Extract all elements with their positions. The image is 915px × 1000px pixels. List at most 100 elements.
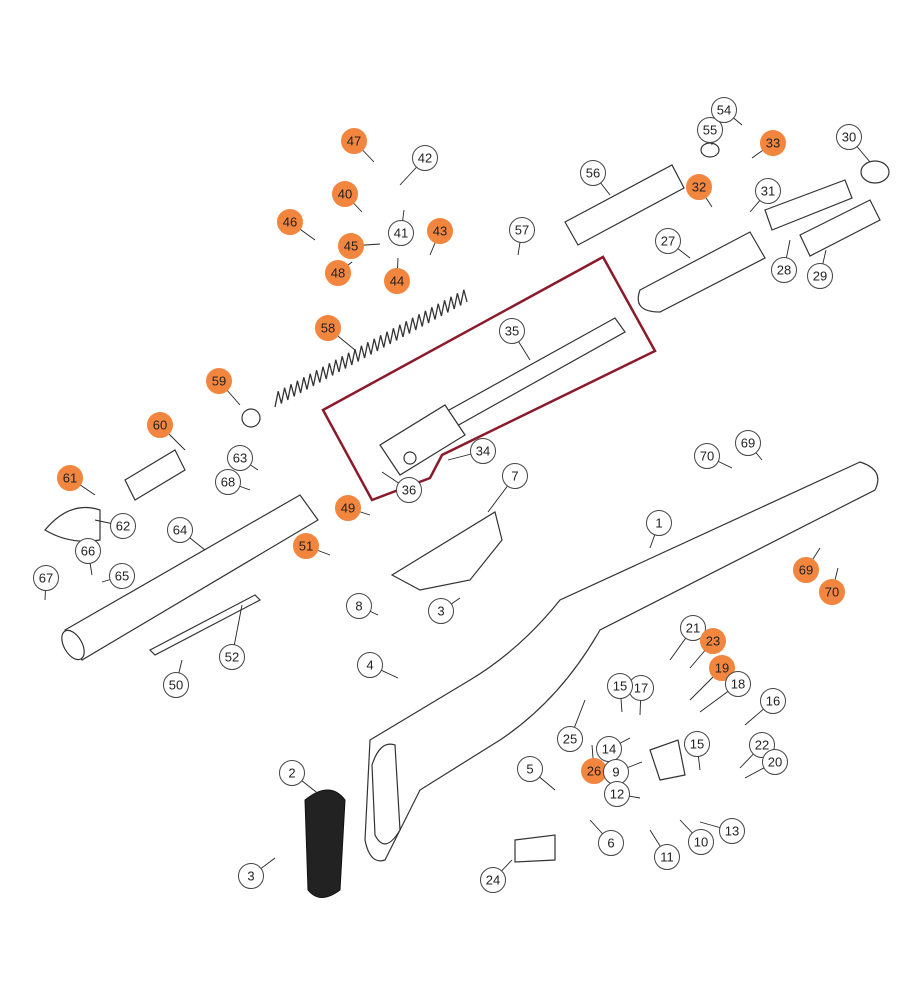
callout-64: 64 bbox=[167, 517, 206, 551]
callout-circle bbox=[480, 867, 506, 893]
callout-circle bbox=[819, 579, 845, 605]
callout-label: 14 bbox=[602, 742, 616, 757]
callout-52: 52 bbox=[219, 604, 245, 670]
callout-label: 17 bbox=[634, 681, 648, 696]
callout-circle bbox=[760, 688, 786, 714]
callout-label: 20 bbox=[768, 755, 782, 770]
callout-label: 15 bbox=[690, 737, 704, 752]
callout-label: 52 bbox=[225, 650, 239, 665]
callout-circle bbox=[680, 615, 706, 641]
callout-62: 62 bbox=[94, 513, 136, 539]
part-shroud-perforated bbox=[799, 199, 881, 257]
callout-32: 32 bbox=[686, 174, 713, 208]
callout-circle bbox=[357, 652, 383, 678]
callout-51: 51 bbox=[293, 533, 331, 559]
callout-label: 31 bbox=[761, 184, 775, 199]
callout-circle bbox=[793, 557, 819, 583]
callout-circle bbox=[509, 217, 535, 243]
callout-34: 34 bbox=[447, 438, 496, 464]
callout-circle bbox=[580, 160, 606, 186]
callout-57: 57 bbox=[509, 217, 535, 256]
callout-9: 9 bbox=[603, 759, 643, 785]
callout-circle bbox=[604, 781, 630, 807]
callout-70: 70 bbox=[694, 443, 733, 469]
callout-circle bbox=[335, 495, 361, 521]
callout-61: 61 bbox=[57, 465, 96, 496]
part-barrel bbox=[379, 317, 626, 476]
callout-10: 10 bbox=[679, 819, 714, 855]
callout-circle bbox=[293, 533, 319, 559]
callout-label: 19 bbox=[715, 661, 729, 676]
callout-label: 61 bbox=[63, 471, 77, 486]
callout-label: 33 bbox=[766, 136, 780, 151]
callout-label: 42 bbox=[418, 151, 432, 166]
callout-label: 55 bbox=[703, 123, 717, 138]
callout-8: 8 bbox=[346, 593, 379, 619]
callout-circle bbox=[557, 726, 583, 752]
callout-circle bbox=[110, 513, 136, 539]
part-silencer-tube bbox=[564, 164, 685, 246]
callout-circle bbox=[346, 593, 372, 619]
callout-63: 63 bbox=[227, 445, 259, 471]
callout-label: 6 bbox=[607, 836, 614, 851]
callout-label: 18 bbox=[731, 677, 745, 692]
callout-label: 9 bbox=[612, 765, 619, 780]
callout-circle bbox=[33, 565, 59, 591]
callout-69: 69 bbox=[735, 430, 763, 461]
callout-label: 51 bbox=[299, 539, 313, 554]
callout-20: 20 bbox=[744, 749, 788, 779]
callout-3: 3 bbox=[428, 597, 461, 624]
callout-23: 23 bbox=[689, 628, 726, 669]
callout-15: 15 bbox=[607, 673, 633, 713]
callout-4: 4 bbox=[357, 652, 399, 679]
callout-label: 50 bbox=[169, 678, 183, 693]
callout-circle bbox=[654, 844, 680, 870]
callout-48: 48 bbox=[325, 260, 353, 286]
callout-circle bbox=[762, 749, 788, 775]
callout-55: 55 bbox=[697, 117, 723, 146]
callout-16: 16 bbox=[744, 688, 786, 726]
callout-label: 60 bbox=[153, 418, 167, 433]
callout-circle bbox=[688, 829, 714, 855]
callout-circle bbox=[760, 130, 786, 156]
callout-label: 66 bbox=[81, 544, 95, 559]
callout-circle bbox=[341, 128, 367, 154]
callout-circle bbox=[315, 315, 341, 341]
callout-label: 56 bbox=[586, 166, 600, 181]
callout-label: 23 bbox=[706, 634, 720, 649]
callout-circle bbox=[836, 124, 862, 150]
callout-label: 2 bbox=[288, 766, 295, 781]
callout-label: 70 bbox=[700, 449, 714, 464]
callout-circle bbox=[697, 117, 723, 143]
callout-label: 3 bbox=[437, 604, 444, 619]
callout-68: 68 bbox=[215, 469, 251, 495]
callout-19: 19 bbox=[689, 655, 735, 701]
callout-label: 44 bbox=[390, 274, 404, 289]
callout-47: 47 bbox=[341, 128, 375, 163]
part-cocking-lever bbox=[148, 594, 262, 656]
callout-label: 48 bbox=[331, 266, 345, 281]
callout-46: 46 bbox=[277, 209, 316, 241]
callout-circle bbox=[607, 673, 633, 699]
callout-circle bbox=[646, 510, 672, 536]
callout-45: 45 bbox=[338, 233, 381, 259]
callout-15: 15 bbox=[684, 731, 710, 771]
callout-circle bbox=[700, 628, 726, 654]
callout-1: 1 bbox=[646, 510, 672, 549]
callout-7: 7 bbox=[487, 463, 528, 513]
callout-label: 8 bbox=[355, 599, 362, 614]
callout-circle bbox=[396, 477, 422, 503]
callout-label: 65 bbox=[115, 569, 129, 584]
callout-circle bbox=[499, 318, 525, 344]
callout-6: 6 bbox=[589, 819, 624, 856]
callout-circle bbox=[686, 174, 712, 200]
callout-circle bbox=[694, 443, 720, 469]
callout-label: 57 bbox=[515, 223, 529, 238]
callout-circle bbox=[719, 818, 745, 844]
callout-circle bbox=[206, 368, 232, 394]
callout-label: 36 bbox=[402, 483, 416, 498]
callout-circle bbox=[755, 178, 781, 204]
callout-label: 43 bbox=[433, 224, 447, 239]
callout-label: 5 bbox=[526, 762, 533, 777]
